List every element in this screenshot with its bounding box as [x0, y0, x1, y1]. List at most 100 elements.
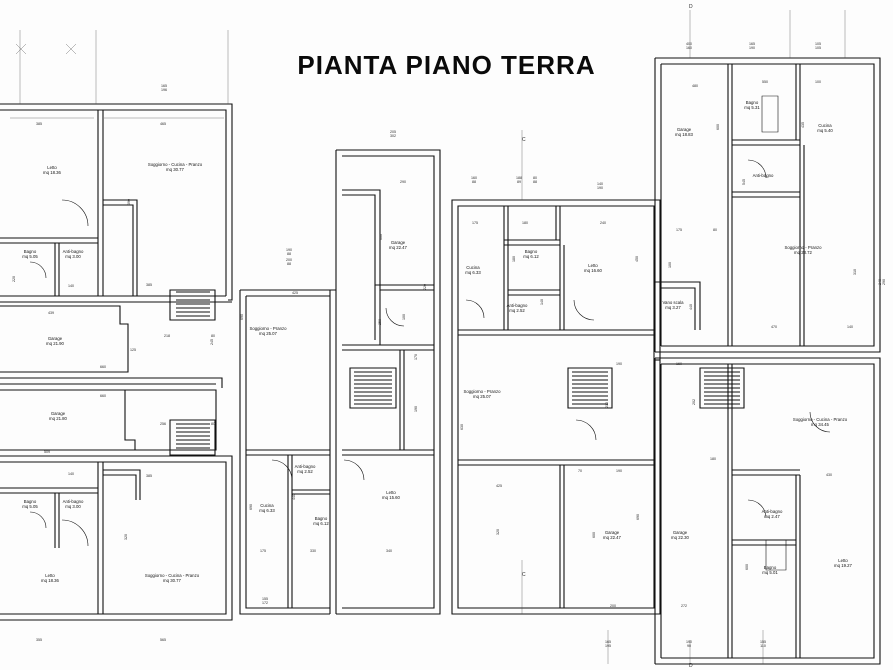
room-label: Soggiorno - Pranzo mq 25.07 [463, 389, 501, 400]
dimension-horizontal: 200 [610, 604, 616, 608]
edge-dimension-mark: 80 88 [533, 176, 537, 184]
dimension-vertical: 690 [636, 514, 640, 520]
dimension-horizontal: 425 [496, 484, 502, 488]
dimension-vertical: 140 [540, 299, 544, 305]
dimension-horizontal: 256 [160, 422, 166, 426]
dimension-vertical: 100 [402, 314, 406, 320]
dimension-vertical: 600 [592, 532, 596, 538]
room-label: Cucina mq 6.33 [259, 503, 275, 514]
room-label: Vano scala mq 3.27 [662, 300, 684, 311]
dimension-horizontal: 140 [847, 325, 853, 329]
dimension-horizontal: 272 [681, 604, 687, 608]
dimension-horizontal: 290 [400, 180, 406, 184]
dimension-vertical: 690 [240, 314, 244, 320]
room-label: Letto mq 18.36 [41, 573, 59, 584]
dimension-vertical: 440 [689, 304, 693, 310]
dimension-vertical: 170 [414, 354, 418, 360]
dimension-vertical: 220 [423, 284, 427, 290]
dimension-horizontal: 330 [310, 549, 316, 553]
dimension-horizontal: 140 [68, 284, 74, 288]
dimension-vertical: 600 [379, 234, 383, 240]
room-label: Garage mq 21.90 [46, 336, 64, 347]
edge-dimension-mark: 165 195 [605, 640, 611, 648]
dimension-vertical: 250 [378, 319, 382, 325]
dimension-horizontal: 385 [146, 283, 152, 287]
dimension-vertical: 202 [692, 399, 696, 405]
dimension-vertical: 240 290 [878, 279, 886, 285]
dimension-vertical: 690 [249, 504, 253, 510]
dimension-vertical: 100 [668, 262, 672, 268]
edge-dimension-mark: 188 89 [516, 176, 522, 184]
edge-dimension-mark: 160 88 [471, 176, 477, 184]
edge-dimension-mark: 105 105 [815, 42, 821, 50]
room-label: Cucina mq 5.40 [817, 123, 833, 134]
dimension-horizontal: 425 [292, 291, 298, 295]
edge-dimension-mark: 200 88 [286, 258, 292, 266]
room-label: Bagno mq 5.31 [744, 100, 760, 111]
room-label: Anti-bagno mq 2.52 [506, 303, 528, 314]
dimension-vertical: 245 [210, 339, 214, 345]
dimension-horizontal: 180 [710, 457, 716, 461]
dimension-horizontal: 140 [68, 472, 74, 476]
edge-dimension-mark: 190 88 [286, 248, 292, 256]
dimension-horizontal: 550 [762, 80, 768, 84]
dimension-horizontal: 470 [771, 325, 777, 329]
room-label: Soggiorno - Pranzo mq 25.07 [249, 326, 287, 337]
dimension-vertical: 320 [496, 529, 500, 535]
room-label: Garage mq 18.83 [675, 127, 693, 138]
room-label: Anti-bagno mq 2.52 [294, 464, 316, 475]
dimension-horizontal: 385 [36, 122, 42, 126]
room-label: Soggiorno - Cucina - Pranzo mq 30.77 [147, 162, 203, 173]
dimension-horizontal: 565 [160, 638, 166, 642]
dimension-horizontal: 660 [100, 394, 106, 398]
edge-dimension-mark: 165 190 [749, 42, 755, 50]
edge-dimension-mark: 205 302 [390, 130, 396, 138]
axis-letter: C [522, 572, 526, 578]
dimension-horizontal: 125 [130, 348, 136, 352]
axis-letter: D [689, 663, 693, 669]
dimension-horizontal: 190 [616, 469, 622, 473]
room-label: Letto mq 15.60 [382, 490, 400, 501]
dimension-vertical: 210 [605, 402, 609, 408]
dimension-vertical: 320 [124, 534, 128, 540]
dimension-vertical: 545 [742, 179, 746, 185]
dimension-vertical: 220 [12, 276, 16, 282]
edge-dimension-mark: 400 160 [686, 42, 692, 50]
room-label: Soggiorno - Cucina - Pranzo mq 30.77 [144, 573, 200, 584]
dimension-horizontal: 660 [100, 365, 106, 369]
dimension-horizontal: 175 [260, 549, 266, 553]
dimension-horizontal: 240 [600, 221, 606, 225]
dimension-horizontal: 80 [211, 422, 215, 426]
dimension-horizontal: 509 [44, 450, 50, 454]
room-label: Anti-bagno mq 3.00 [62, 499, 84, 510]
axis-letter: C [522, 137, 526, 143]
dimension-vertical: 450 [635, 256, 639, 262]
dimension-horizontal: 80 [713, 228, 717, 232]
room-label: Soggiorno - Pranzo mq 23.72 [784, 245, 822, 256]
dimension-vertical: 310 [853, 269, 857, 275]
room-label: Letto mq 16.60 [584, 263, 602, 274]
dimension-horizontal: 70 [578, 469, 582, 473]
dimension-vertical: 440 [292, 494, 296, 500]
dimension-horizontal: 385 [146, 474, 152, 478]
room-label: Bagno mq 6.12 [313, 516, 329, 527]
room-label: Anti-bagno mq 3.00 [62, 249, 84, 260]
room-label: Bagno mq 5.05 [22, 499, 38, 510]
room-label: Letto mq 18.36 [43, 165, 61, 176]
edge-dimension-mark: 140 190 [597, 182, 603, 190]
room-label: Cucina mq 6.33 [465, 265, 481, 276]
dimension-vertical: 630 [460, 424, 464, 430]
dimension-vertical: 435 [801, 122, 805, 128]
room-label: Garage mq 22.30 [671, 530, 689, 541]
dimension-horizontal: 175 [472, 221, 478, 225]
dimension-horizontal: 80 [211, 334, 215, 338]
dimension-horizontal: 465 [160, 122, 166, 126]
room-label: Anti-bagno [752, 173, 774, 178]
dimension-vertical: 180 [512, 256, 516, 262]
dimension-vertical: 600 [745, 564, 749, 570]
dimension-horizontal: 160 [676, 362, 682, 366]
edge-dimension-mark: 155 110 [760, 640, 766, 648]
dimension-horizontal: 190 [616, 362, 622, 366]
